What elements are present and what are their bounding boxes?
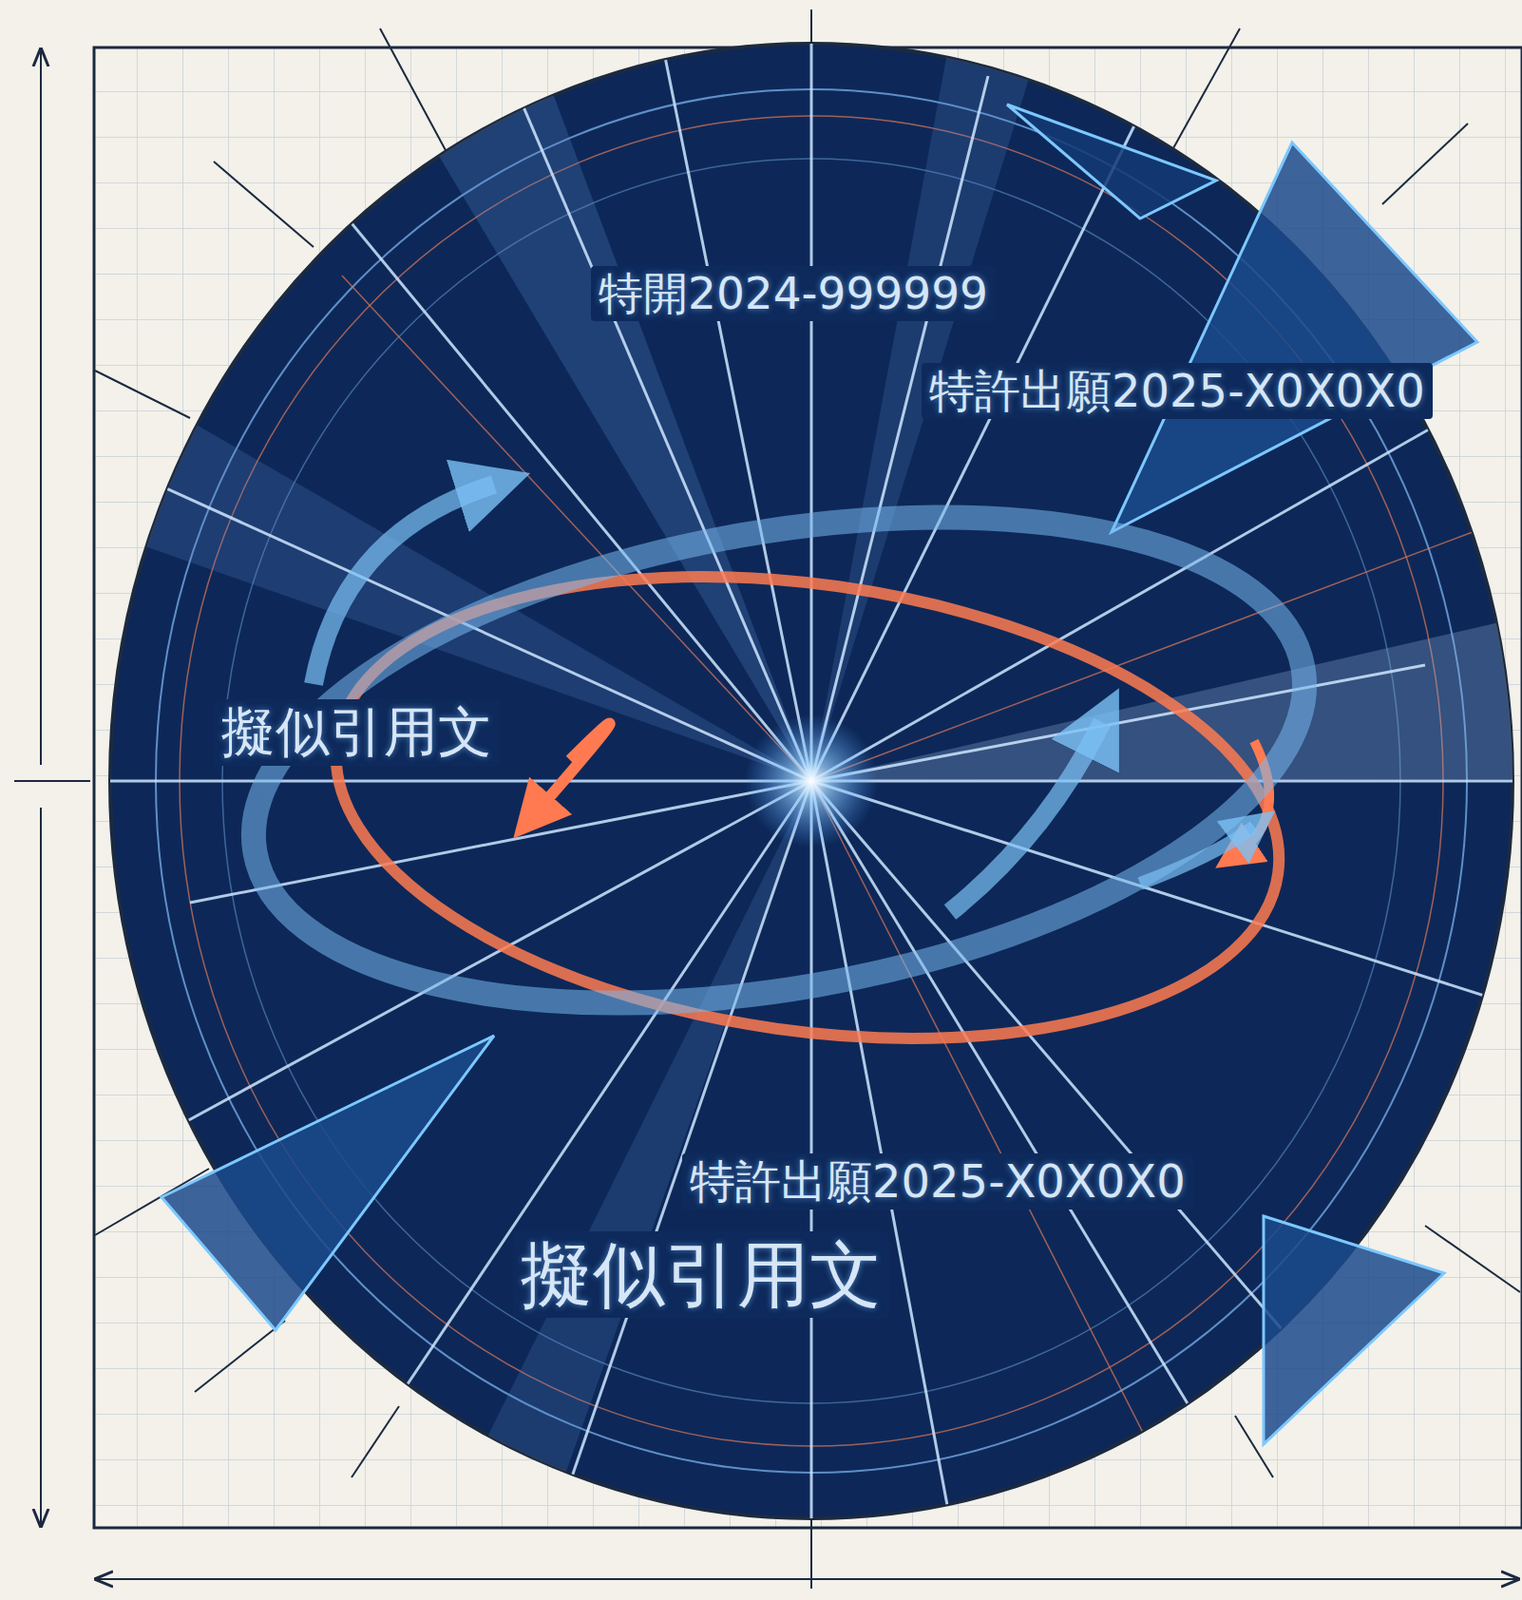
- center-glow: [744, 714, 878, 848]
- dimension-line: [39, 49, 42, 765]
- label-text: 特開2024-999999: [590, 266, 996, 322]
- dimension-line: [95, 1578, 1519, 1580]
- dimension-line: [39, 807, 42, 1526]
- label-text: 擬似引用文: [213, 699, 500, 766]
- label-text: 特許出願2025-X0X0X0: [682, 1153, 1194, 1210]
- cycle-arrows: [215, 442, 1343, 1095]
- label-text: 擬似引用文: [513, 1231, 890, 1318]
- shard: [161, 104, 1478, 1445]
- label-text: 特許出願2025-X0X0X0: [921, 362, 1433, 419]
